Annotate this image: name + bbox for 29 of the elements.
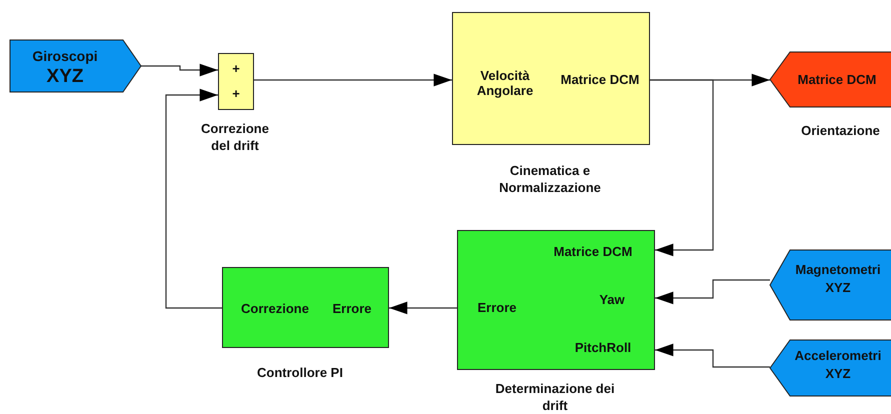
sign-label: +	[231, 61, 241, 76]
arrow	[655, 344, 770, 368]
block-label: Errore	[476, 300, 518, 315]
block-label: Magnetometri	[794, 262, 882, 277]
block-label: XYZ	[46, 66, 84, 87]
block-caption: Orientazione	[800, 122, 881, 139]
arrow	[254, 74, 452, 86]
block-caption: Determinazione dei drift	[494, 380, 616, 414]
block-label: PitchRoll	[574, 340, 632, 355]
arrow	[165, 88, 222, 309]
block-label: Correzione	[240, 301, 310, 316]
block-caption: Controllore PI	[256, 364, 344, 381]
block-label: Errore	[331, 301, 373, 316]
block-label: XYZ	[824, 366, 852, 381]
arrow	[389, 302, 457, 314]
arrow	[650, 79, 714, 256]
block-caption: Correzione del drift	[200, 120, 270, 154]
block-label: Accelerometri	[794, 348, 882, 363]
block-label: Matrice DCM	[560, 72, 640, 87]
block-caption: Cinematica e Normalizzazione	[498, 162, 602, 196]
arrow	[141, 64, 218, 76]
block-label: Matrice DCM	[796, 72, 878, 87]
block-label: Matrice DCM	[552, 244, 634, 259]
block-label: Yaw	[598, 292, 626, 307]
block-label: XYZ	[824, 280, 852, 295]
sign-label: +	[231, 86, 241, 101]
arrow	[655, 279, 770, 304]
block-label: Velocità Angolare	[476, 68, 534, 98]
block-label: Giroscopi	[31, 49, 99, 64]
